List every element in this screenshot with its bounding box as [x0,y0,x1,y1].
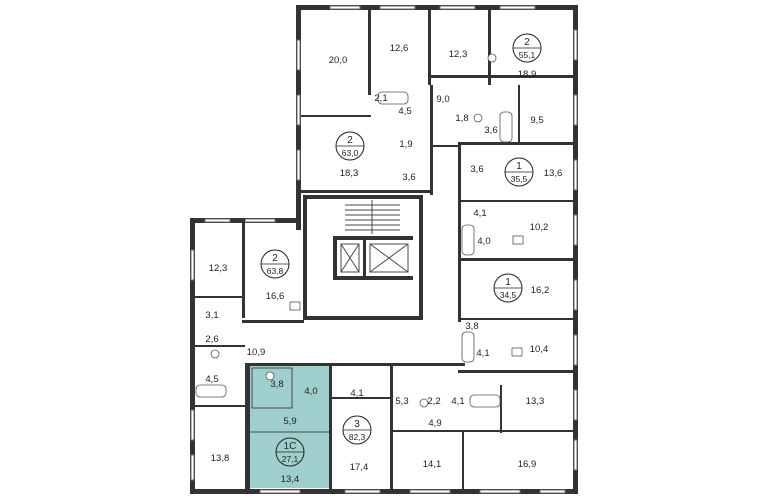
staircase-icon [345,200,400,234]
bathtub-icon [377,91,409,105]
room-area: 14,1 [423,459,442,470]
apartment-area: 82,3 [349,432,366,442]
apartment-rooms: 2 [347,135,353,146]
windows [190,5,578,494]
room-area: 16,2 [531,285,550,296]
room-area: 13,4 [281,474,300,485]
sanitary-fixtures [195,53,524,408]
bathtub-icon [461,224,475,256]
room-area: 10,9 [247,347,266,358]
room-area: 20,0 [329,55,348,66]
apartment-rooms: 1 [516,161,522,172]
building-core [303,195,423,320]
room-area: 1,8 [455,113,468,124]
room-area: 10,4 [530,344,549,355]
bathtub-icon [469,394,501,408]
apartment-area: 35,5 [511,174,528,184]
room-area: 4,1 [473,208,486,219]
room-area: 4,5 [205,374,218,385]
room-area: 4,9 [428,418,441,429]
room-area: 3,6 [402,172,415,183]
apartment-code: 1С [284,441,297,452]
apartment-marker[interactable]: 2 63,8 [260,249,290,279]
apartment-marker[interactable]: 2 55,1 [512,33,542,63]
room-area-labels: 20,0 12,6 12,3 18,9 2,1 4,5 9,0 1,8 3,6 … [205,43,562,485]
apartment-area: 63,8 [267,266,284,276]
elevator-icon [340,243,360,273]
apartment-1c-highlight[interactable] [250,366,330,488]
room-area: 4,1 [451,396,464,407]
apartment-marker-highlighted[interactable]: 1С 27,1 [275,437,305,467]
apartment-area: 63,0 [342,148,359,158]
apartment-area: 34,5 [500,290,517,300]
room-area: 4,1 [476,348,489,359]
room-area: 3,8 [270,379,283,390]
apartment-marker[interactable]: 1 35,5 [504,157,534,187]
room-area: 18,3 [340,168,359,179]
room-area: 13,3 [526,396,545,407]
room-area: 4,1 [350,388,363,399]
bathtub-icon [499,111,513,143]
toilet-icon [210,349,220,359]
toilet-icon [419,398,429,408]
room-area: 18,9 [518,69,537,80]
apartment-area: 55,1 [519,50,536,60]
room-area: 3,6 [484,125,497,136]
sink-icon [512,235,524,245]
room-area: 2,1 [374,93,387,104]
bathtub-icon [461,331,475,363]
apartment-marker[interactable]: 1 34,5 [493,273,523,303]
room-area: 1,9 [399,139,412,150]
room-area: 2,2 [427,396,440,407]
room-area: 13,8 [211,453,230,464]
room-area: 17,4 [350,462,369,473]
room-area: 12,6 [390,43,409,54]
toilet-icon [473,113,483,123]
apartment-rooms: 2 [272,253,278,264]
room-area: 2,6 [205,334,218,345]
sink-icon [289,301,301,311]
toilet-icon [487,53,497,63]
elevator-icon [369,243,409,273]
room-area: 3,8 [465,321,478,332]
room-area: 3,6 [470,164,483,175]
room-area: 16,6 [266,291,285,302]
room-area: 9,0 [436,94,449,105]
room-area: 12,3 [209,263,228,274]
room-area: 4,5 [398,106,411,117]
apartment-marker[interactable]: 2 63,0 [335,131,365,161]
apartment-rooms: 1 [505,277,511,288]
apartment-rooms: 3 [354,419,360,430]
room-area: 16,9 [518,459,537,470]
bathtub-icon [195,384,227,398]
interior-walls [195,10,578,493]
room-area: 10,2 [530,222,549,233]
room-area: 5,9 [283,416,296,427]
room-area: 12,3 [449,49,468,60]
apartment-area: 27,1 [282,454,299,464]
room-area: 9,5 [530,115,543,126]
apartment-rooms: 2 [524,37,530,48]
room-area: 4,0 [477,236,490,247]
apartment-marker[interactable]: 3 82,3 [342,415,372,445]
room-area: 3,1 [205,310,218,321]
sink-icon [511,347,523,357]
room-area: 4,0 [304,386,317,397]
room-area: 13,6 [544,168,563,179]
room-area: 5,3 [395,396,408,407]
toilet-icon [265,371,275,381]
